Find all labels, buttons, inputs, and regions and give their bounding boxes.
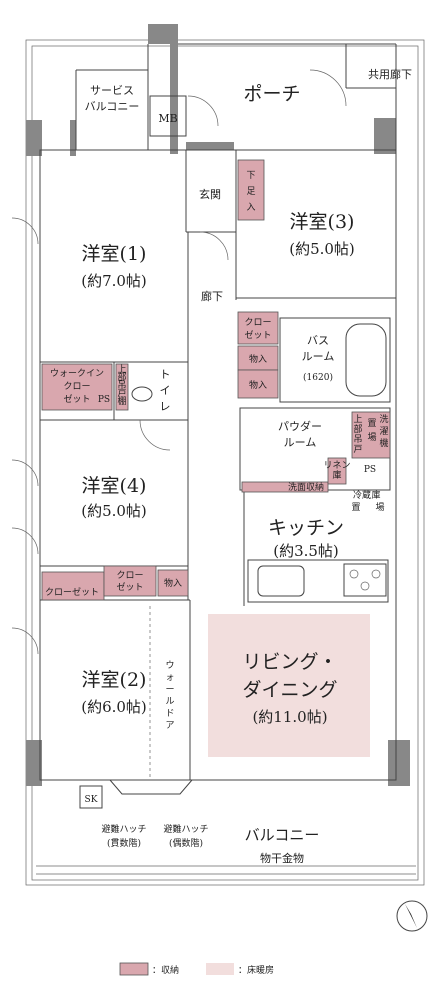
storage-blocks <box>41 159 391 601</box>
kitchen-size: (約3.5帖) <box>273 542 339 560</box>
wall-door-5: ド <box>165 709 174 719</box>
legend-storage-swatch <box>119 962 149 976</box>
upper-shelf-4: 戸 <box>117 388 126 399</box>
walkin-label-3: ゼット <box>63 393 90 405</box>
closet1-label-a: クロー <box>244 317 271 328</box>
fridge-2: 庫 <box>371 489 380 501</box>
storage3-label: 物入 <box>164 577 182 589</box>
legend-heated-swatch <box>206 963 234 975</box>
wall-door-4: ル <box>165 697 174 707</box>
common-corridor-label: 共用廊下 <box>368 67 412 81</box>
walkin-label-2: クロー <box>63 381 90 392</box>
entrance-label: 玄関 <box>199 187 221 201</box>
upper-shelf-3: 吊 <box>117 380 126 391</box>
service-balcony-label-1: サービス <box>90 84 134 97</box>
wall-door-1: ウ <box>165 660 174 671</box>
toilet-label-2: イ <box>160 384 171 397</box>
western4-size: (約5.0帖) <box>81 502 147 520</box>
service-balcony-label-2: バルコニー <box>85 100 140 113</box>
mb-label: MB <box>158 112 177 125</box>
stove-icon <box>349 569 381 591</box>
western1-size: (約7.0帖) <box>81 272 147 290</box>
ps-label-1: PS <box>98 395 110 405</box>
upper-shelf2-3: 吊 <box>353 434 362 445</box>
laundry-2: 濯 <box>379 426 388 437</box>
kitchen-name: キッチン <box>268 517 344 539</box>
fridge-4: 場 <box>375 501 384 513</box>
living-label-2: ダイニング <box>242 679 337 701</box>
sk-label: SK <box>85 795 98 805</box>
bath-label-1: バス <box>307 334 329 347</box>
bath-size: (1620) <box>303 372 333 383</box>
upper-shelf2-2: 部 <box>353 423 362 435</box>
toilet-label-3: レ <box>160 400 171 413</box>
laundry-1: 洗 <box>379 413 388 425</box>
upper-shelf-5: 棚 <box>117 395 126 407</box>
wall-door-2: ォ <box>165 673 174 683</box>
closet2-label-b: ゼット <box>116 581 143 593</box>
toilet-label-1: ト <box>160 368 171 381</box>
powder-label-2: ルーム <box>284 436 317 449</box>
upper-shelf2-1: 上 <box>353 414 362 425</box>
closet-full-label: クローゼット <box>45 586 99 598</box>
powder-label-1: パウダー <box>278 419 322 433</box>
western2-name: 洋室(2) <box>82 669 147 691</box>
hatch2-label-2: (偶数階) <box>169 837 203 849</box>
closet1-label-b: ゼット <box>244 329 271 341</box>
wash-storage-label: 洗面収納 <box>288 481 324 493</box>
walkin-label-1: ウォークイン <box>50 368 104 379</box>
toilet-icon <box>131 386 153 402</box>
laundry-3: 機 <box>379 437 388 449</box>
hatch1-label-2: (貫数階) <box>107 837 141 849</box>
western3-name: 洋室(3) <box>290 211 355 233</box>
closet2-label-a: クロー <box>116 570 143 581</box>
western1-name: 洋室(1) <box>82 243 147 265</box>
heated-floor-area <box>208 614 370 757</box>
placement-2: 場 <box>367 431 376 443</box>
western3-size: (約5.0帖) <box>289 240 355 258</box>
legend: ：収納 ：床暖房 <box>119 962 274 976</box>
hallway-label: 廊下 <box>201 289 223 303</box>
storage2-label: 物入 <box>249 379 267 391</box>
door-swings <box>11 69 347 655</box>
legend-heated-label: ：床暖房 <box>238 964 274 976</box>
linen-1: リネン <box>323 460 350 471</box>
linen-2: 庫 <box>332 469 341 481</box>
ps-label-2: PS <box>364 465 376 475</box>
upper-shelf-1: 上 <box>117 364 126 375</box>
storage1-label: 物入 <box>249 353 267 365</box>
shoe-label-1: 下 <box>246 171 255 181</box>
interior-lines <box>36 43 416 875</box>
placement-1: 置 <box>367 418 376 429</box>
hatch1-label-1: 避難ハッチ <box>101 823 146 835</box>
drying-label: 物干金物 <box>260 851 304 865</box>
fridge-1: 冷蔵 <box>353 489 371 501</box>
wall-door-6: ア <box>165 721 174 731</box>
upper-shelf-2: 部 <box>117 371 126 383</box>
shoe-label-2: 足 <box>246 186 255 197</box>
compass-icon <box>396 900 428 932</box>
legend-storage-label: ：収納 <box>152 964 179 976</box>
fridge-3: 置 <box>351 502 360 513</box>
wall-door-3: ー <box>165 685 174 695</box>
western2-size: (約6.0帖) <box>81 698 147 716</box>
hatch2-label-1: 避難ハッチ <box>163 823 208 835</box>
outer-boundary <box>25 39 425 886</box>
upper-shelf2-4: 戸 <box>353 444 362 455</box>
porch-label: ポーチ <box>243 83 300 105</box>
walls <box>26 24 410 786</box>
bath-label-2: ルーム <box>302 350 335 363</box>
living-label-1: リビング・ <box>242 651 337 673</box>
shoe-label-3: 入 <box>246 202 255 213</box>
balcony-label: バルコニー <box>245 826 320 844</box>
western4-name: 洋室(4) <box>82 475 147 497</box>
living-size: (約11.0帖) <box>252 708 327 726</box>
